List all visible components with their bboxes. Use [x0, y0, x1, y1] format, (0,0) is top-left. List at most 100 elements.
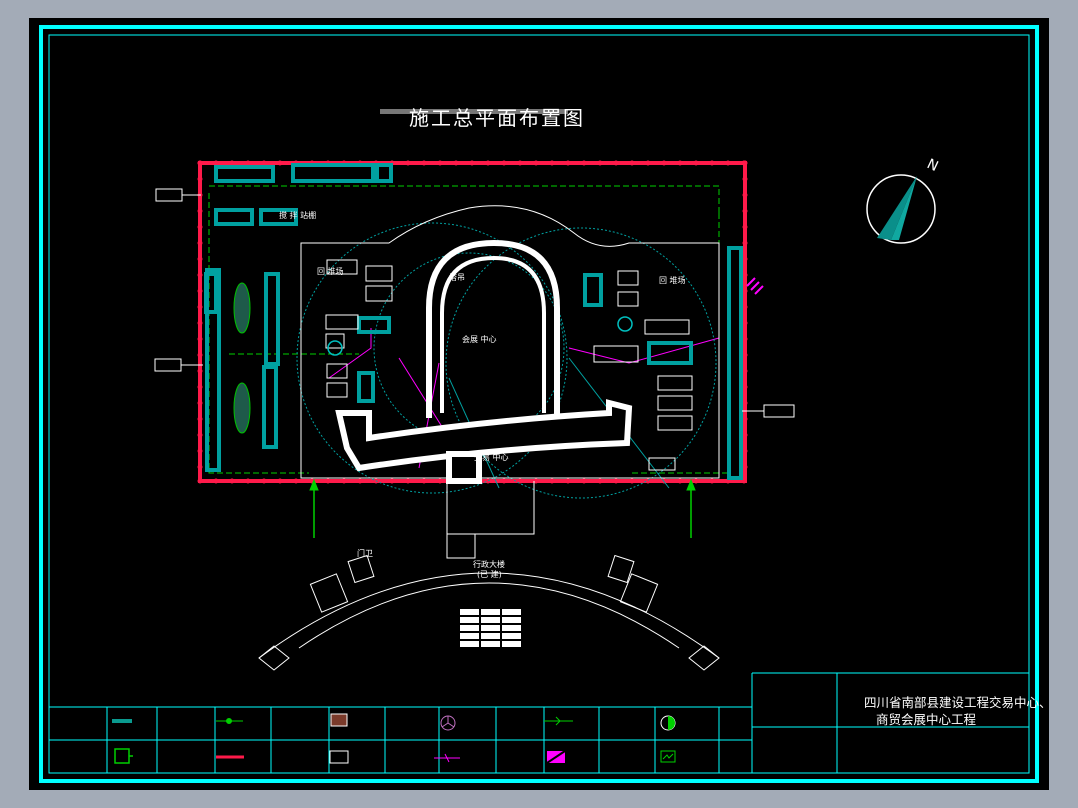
admin-entrance-grid — [460, 609, 521, 647]
fence-post — [357, 478, 363, 484]
fence-post — [405, 478, 411, 484]
fence-post — [742, 272, 748, 278]
fence-post — [197, 432, 203, 438]
inner-frame — [48, 34, 1030, 774]
drawing-sheet: N — [29, 18, 1052, 790]
fence-post — [565, 478, 571, 484]
fence-post — [693, 160, 699, 166]
fence-post — [197, 448, 203, 454]
fence-post — [597, 160, 603, 166]
fence-post — [469, 160, 475, 166]
site-plan-drawing: N — [39, 25, 1039, 783]
fence-post — [197, 400, 203, 406]
fence-post — [501, 478, 507, 484]
fence-post — [629, 478, 635, 484]
fence-post — [197, 288, 203, 294]
fence-post — [742, 320, 748, 326]
fence-post — [421, 160, 427, 166]
project-title-line1: 四川省南部县建设工程交易中心、 — [864, 695, 1052, 710]
fence-post — [405, 160, 411, 166]
entrance-cell — [502, 625, 521, 631]
distribution-box-symbol-icon — [546, 750, 566, 764]
fence-post — [565, 160, 571, 166]
fence-post — [197, 176, 203, 182]
temporary-building-symbol-icon — [329, 750, 349, 764]
tower-crane-label: 塔吊 — [449, 272, 465, 282]
left-material-yards — [233, 282, 251, 434]
fence-post — [341, 478, 347, 484]
fence-post — [197, 384, 203, 390]
water-pipe-symbol-icon — [216, 718, 243, 724]
callout-tags — [154, 188, 795, 418]
hydrant-symbol-icon — [660, 715, 676, 731]
fence-post — [437, 160, 443, 166]
fence-post — [742, 448, 748, 454]
fence-post — [742, 432, 748, 438]
admin-building-label: 行政大楼 — [473, 559, 505, 569]
fence-post — [421, 478, 427, 484]
svg-text:N: N — [924, 156, 940, 175]
entrance-cell — [502, 609, 521, 615]
right-facilities — [357, 246, 743, 480]
fence-post — [197, 464, 203, 470]
fence-post — [197, 304, 203, 310]
fence-post — [197, 160, 203, 166]
fence-post — [453, 160, 459, 166]
north-arrow-icon: N — [866, 156, 941, 244]
fence-post — [549, 478, 555, 484]
legend-grid — [106, 707, 720, 773]
lighting-symbol-icon — [660, 750, 676, 763]
fence-post — [661, 160, 667, 166]
fence-post — [197, 224, 203, 230]
fence-post — [389, 478, 395, 484]
fence-post — [485, 478, 491, 484]
fence-post — [742, 304, 748, 310]
entrance-cell — [481, 625, 500, 631]
entrance-cell — [460, 617, 479, 623]
fence-post — [197, 368, 203, 374]
fence-post — [742, 192, 748, 198]
title-underline — [380, 109, 568, 114]
fence-post — [229, 160, 235, 166]
fence-post — [533, 160, 539, 166]
legend-symbols — [112, 713, 676, 764]
fence-post — [597, 478, 603, 484]
fence-post — [549, 160, 555, 166]
plant-label: 搅 拌 站棚 — [279, 210, 316, 220]
outer-frame — [39, 25, 1039, 783]
exhibition-building — [426, 239, 560, 418]
entrance-cell — [481, 641, 500, 647]
fence-post — [645, 478, 651, 484]
fence-post — [197, 416, 203, 422]
project-title-block: 四川省南部县建设工程交易中心、 商贸会展中心工程 — [864, 694, 1060, 738]
storage-left-label: 回 堆场 — [317, 266, 344, 276]
fence-post — [517, 160, 523, 166]
fence-post — [742, 416, 748, 422]
tower-crane-symbol-icon — [440, 715, 456, 731]
site-boundary — [197, 160, 748, 484]
entrance-cell — [460, 625, 479, 631]
fence-post — [197, 478, 203, 484]
fence-post — [213, 160, 219, 166]
fence-post — [197, 208, 203, 214]
fence-post — [197, 272, 203, 278]
small-sheds — [325, 259, 693, 471]
fence-post — [742, 224, 748, 230]
fence-post — [629, 160, 635, 166]
fence-post — [613, 160, 619, 166]
fence-post — [742, 352, 748, 358]
fence-post — [197, 256, 203, 262]
fence-post — [229, 478, 235, 484]
fence-post — [677, 160, 683, 166]
mixer-symbol-icon — [114, 748, 133, 764]
drawing-title: 施工总平面布置图 — [409, 106, 585, 130]
entrance-cell — [481, 617, 500, 623]
driveway — [446, 481, 535, 559]
storage-right-label: 回 堆场 — [659, 275, 686, 285]
fence-post — [613, 478, 619, 484]
entrance-cell — [502, 641, 521, 647]
exhibition-center-label: 会展 中心 — [462, 334, 497, 344]
title-block — [49, 672, 1029, 773]
admin-building — [258, 554, 720, 671]
fence-post — [197, 240, 203, 246]
